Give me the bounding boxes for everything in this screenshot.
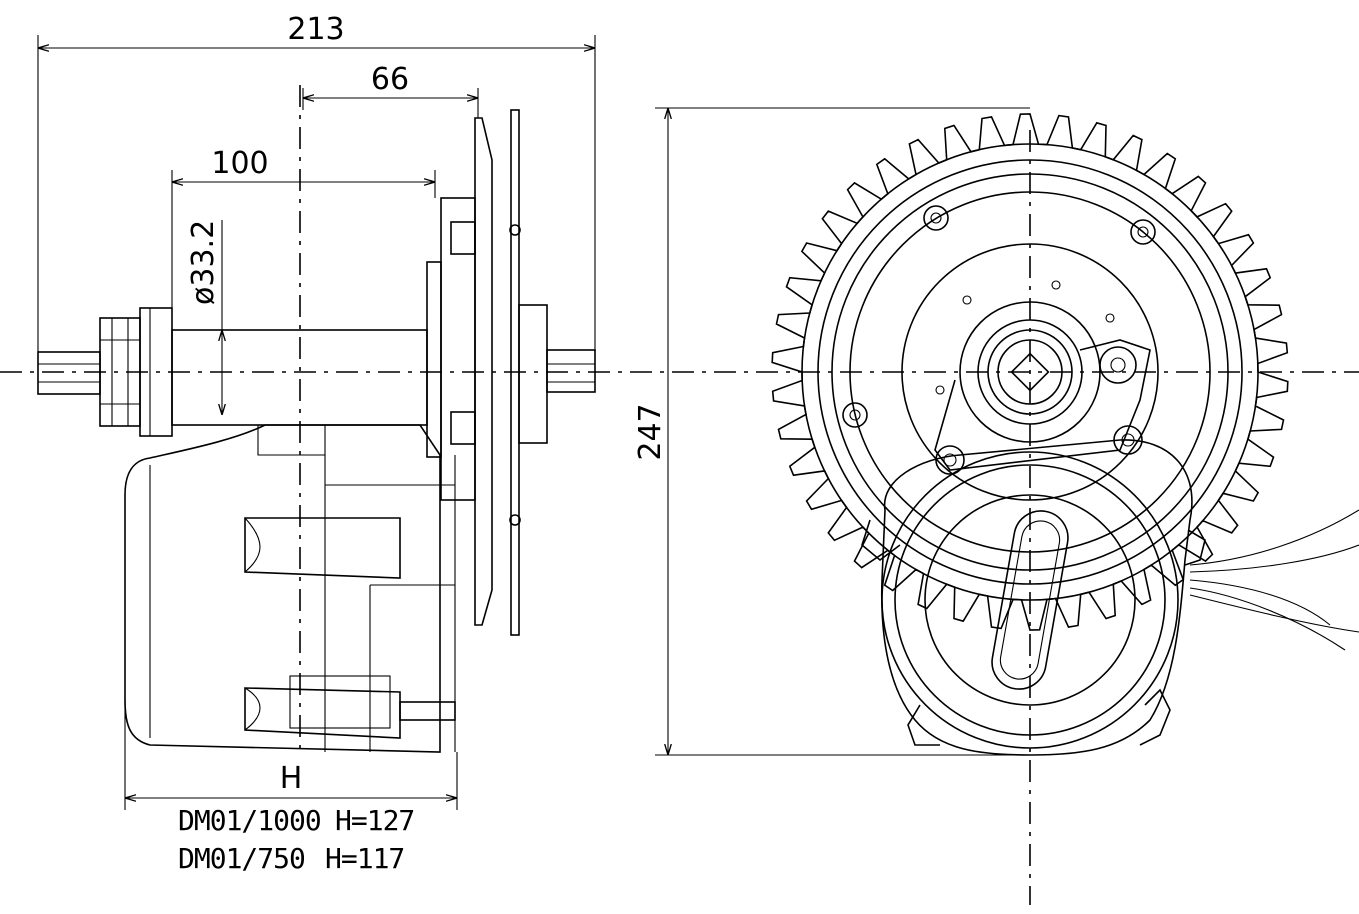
center-lines	[0, 85, 1359, 905]
dim-shell-width: 100	[211, 146, 268, 181]
model-notes: DM01/1000 H=127 DM01/750 H=117	[178, 804, 415, 875]
note-model-2: DM01/750	[178, 842, 305, 875]
front-dimensions: 247	[633, 107, 1030, 756]
note-h-2: H=117	[325, 842, 404, 875]
front-view	[771, 113, 1359, 756]
note-h-1: H=127	[335, 804, 414, 837]
dim-tube-diameter: ø33.2	[186, 220, 221, 305]
dim-housing-label: H	[280, 761, 303, 796]
dim-overall-width: 213	[287, 12, 344, 47]
dim-sprocket-offset: 66	[371, 62, 409, 97]
dim-height: 247	[633, 403, 668, 460]
note-model-1: DM01/1000	[178, 804, 321, 837]
side-view	[37, 109, 596, 753]
side-dimensions: 213 66 100 ø33.2 H	[37, 12, 596, 810]
